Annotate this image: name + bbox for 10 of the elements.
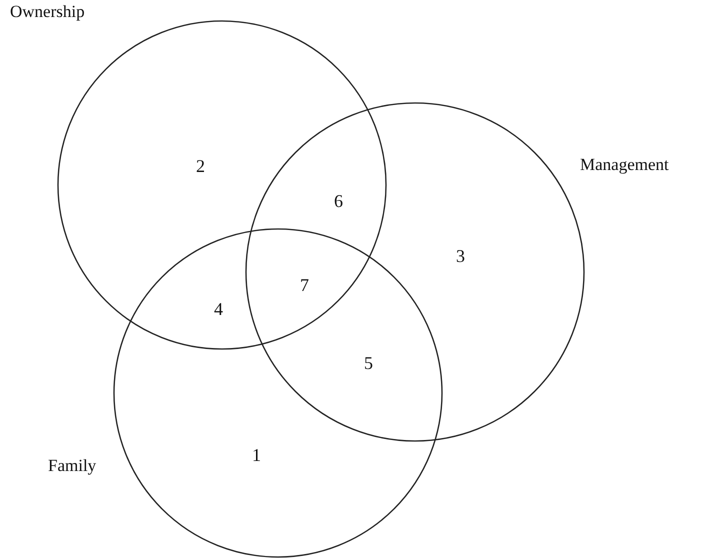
region-number: 7 [300,275,309,295]
region-number: 2 [196,156,205,176]
region-number: 3 [456,246,465,266]
set-label: Family [48,456,96,476]
region-number: 6 [334,191,343,211]
set-label: Management [580,155,669,175]
region-number: 5 [364,353,373,373]
region-number: 1 [252,445,261,465]
set-label: Ownership [10,2,85,22]
region-number: 4 [214,299,223,319]
